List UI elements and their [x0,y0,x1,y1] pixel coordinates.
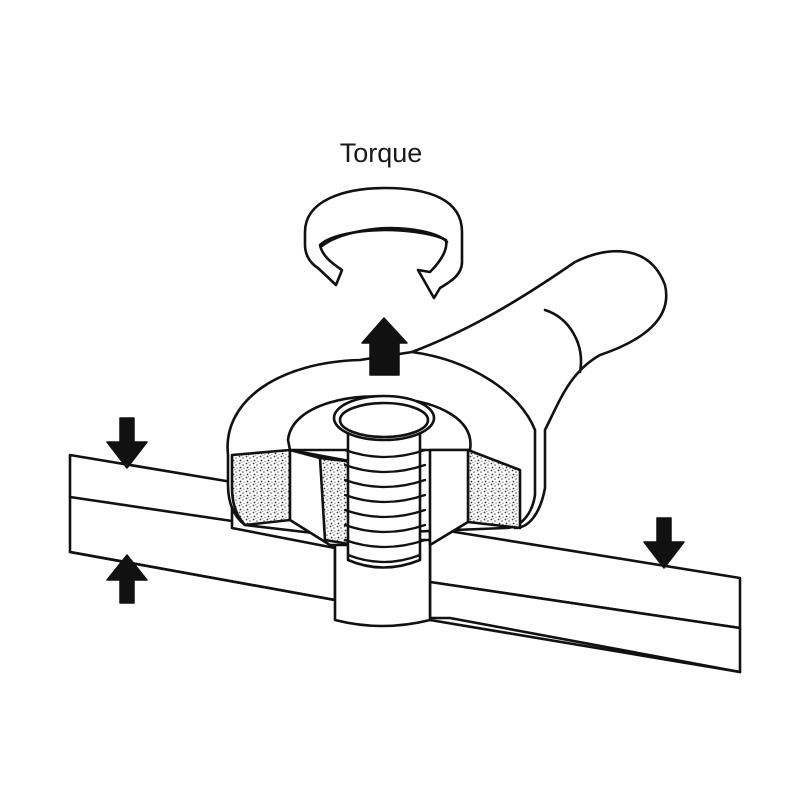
curved-rotation-arrow-icon [303,186,464,300]
wrench-ring-face-left [230,448,292,527]
torque-label: Torque [340,138,423,168]
down-arrow-icon [106,417,148,469]
wrench-handle [410,249,668,530]
up-arrow-icon [361,317,408,376]
down-arrow-icon [643,517,685,569]
threaded-bolt [332,394,436,569]
bolt-threads [343,448,427,564]
up-arrow-icon [106,554,148,604]
